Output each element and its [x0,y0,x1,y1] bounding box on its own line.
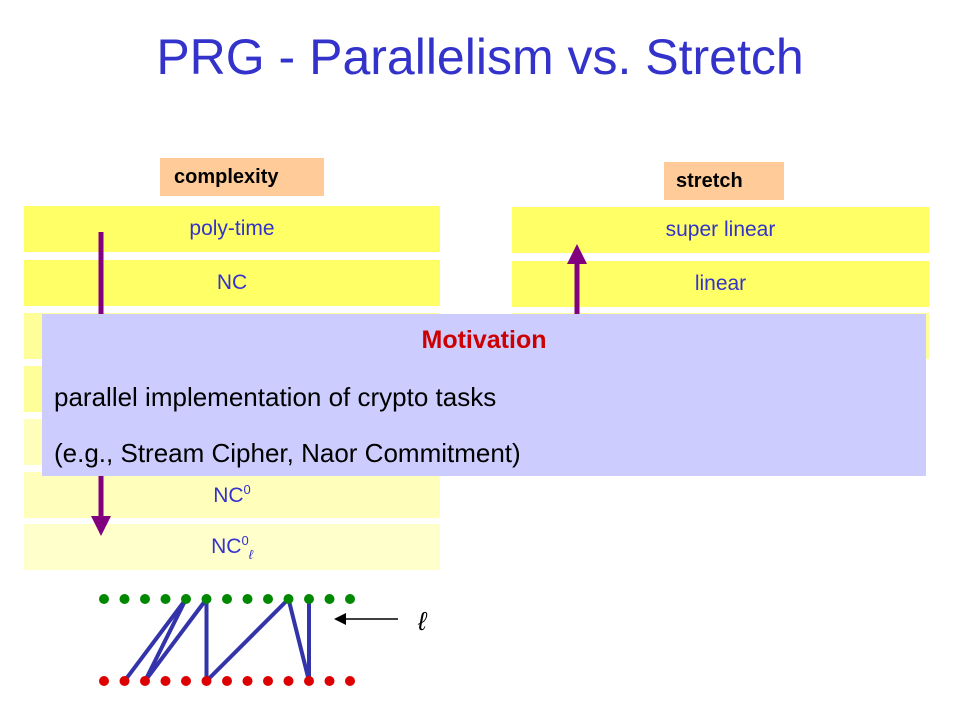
circuit-edge [205,597,290,683]
output-node [99,676,109,686]
input-node [160,594,171,604]
nc0-local-label: NC0ℓ [211,532,253,562]
nc0-label: NC0 [213,482,251,507]
input-node [119,594,130,604]
locality-label: ℓ [418,606,427,636]
input-node [283,594,294,604]
super-linear-label: super linear [665,218,776,241]
output-node [181,676,191,686]
circuit-edges [122,597,311,683]
output-node [201,676,212,686]
output-node [242,676,253,686]
output-node [263,676,273,686]
input-node [181,594,191,604]
input-node [345,594,355,604]
poly-time-label: poly-time [189,217,275,240]
output-node [222,676,232,686]
input-node [242,594,253,604]
output-node [140,676,150,686]
circuit-edge [286,598,311,682]
input-node [140,594,150,604]
stretch-level-linear: linear [512,261,929,307]
input-node [99,594,109,604]
output-node [324,676,335,686]
complexity-level-poly-time: poly-time [24,206,440,252]
input-node [222,594,232,604]
output-node [119,676,130,686]
motivation-line-1: parallel implementation of crypto tasks [54,382,497,412]
stretch-level-super-linear: super linear [512,207,929,253]
complexity-header: complexity [160,158,324,196]
circuit-edge [122,597,188,683]
input-node [304,594,314,604]
input-node [201,594,212,604]
motivation-title: Motivation [421,326,547,354]
complexity-level-nc: NC [24,260,440,306]
input-nodes [99,594,355,604]
motivation-box: Motivation parallel implementation of cr… [42,314,926,476]
output-node [160,676,171,686]
nc-label: NC [216,271,248,294]
circuit-edge [143,598,188,682]
page-title: PRG - Parallelism vs. Stretch [156,29,804,85]
input-node [324,594,335,604]
output-node [304,676,314,686]
output-node [345,676,355,686]
motivation-line-2: (e.g., Stream Cipher, Naor Commitment) [54,438,521,468]
locality-pointer-head [334,613,346,625]
linear-label: linear [694,272,747,295]
stretch-header: stretch [664,162,784,200]
complexity-level-nc0: NC0 [24,472,440,518]
input-node [263,594,273,604]
output-nodes [99,676,355,686]
output-node [283,676,294,686]
circuit-edge [143,597,209,683]
